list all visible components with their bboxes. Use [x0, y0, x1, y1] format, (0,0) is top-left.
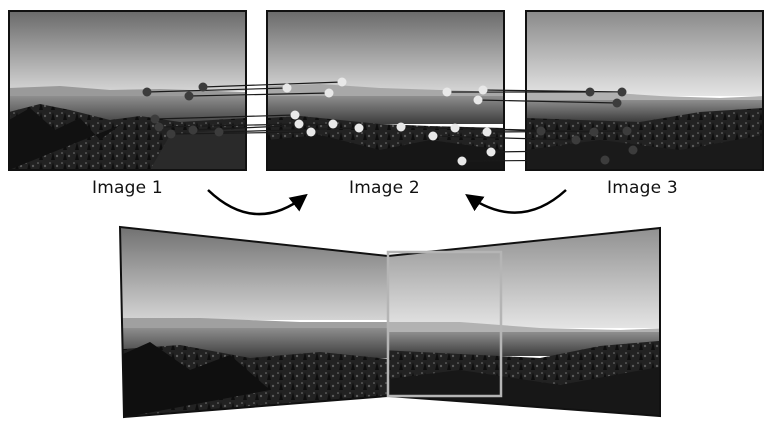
caption-image-3: Image 3 — [607, 178, 678, 198]
arrow-image1-to-image2 — [207, 189, 308, 216]
image-3-photo — [526, 11, 763, 170]
caption-image-2: Image 2 — [349, 178, 420, 198]
feature-points-image-3 — [536, 87, 638, 165]
feature-points-image-2 — [282, 77, 496, 166]
arrow-image3-to-image2 — [465, 189, 567, 214]
feature-points-image-1 — [142, 82, 224, 139]
panorama-left-warped — [118, 225, 389, 419]
image-1-photo — [9, 11, 246, 170]
panorama-center-reference-frame — [386, 250, 503, 398]
image-2-photo — [267, 11, 504, 170]
caption-image-1: Image 1 — [92, 178, 163, 198]
image-1-frame — [8, 10, 247, 171]
panorama-right-warped — [387, 226, 661, 418]
